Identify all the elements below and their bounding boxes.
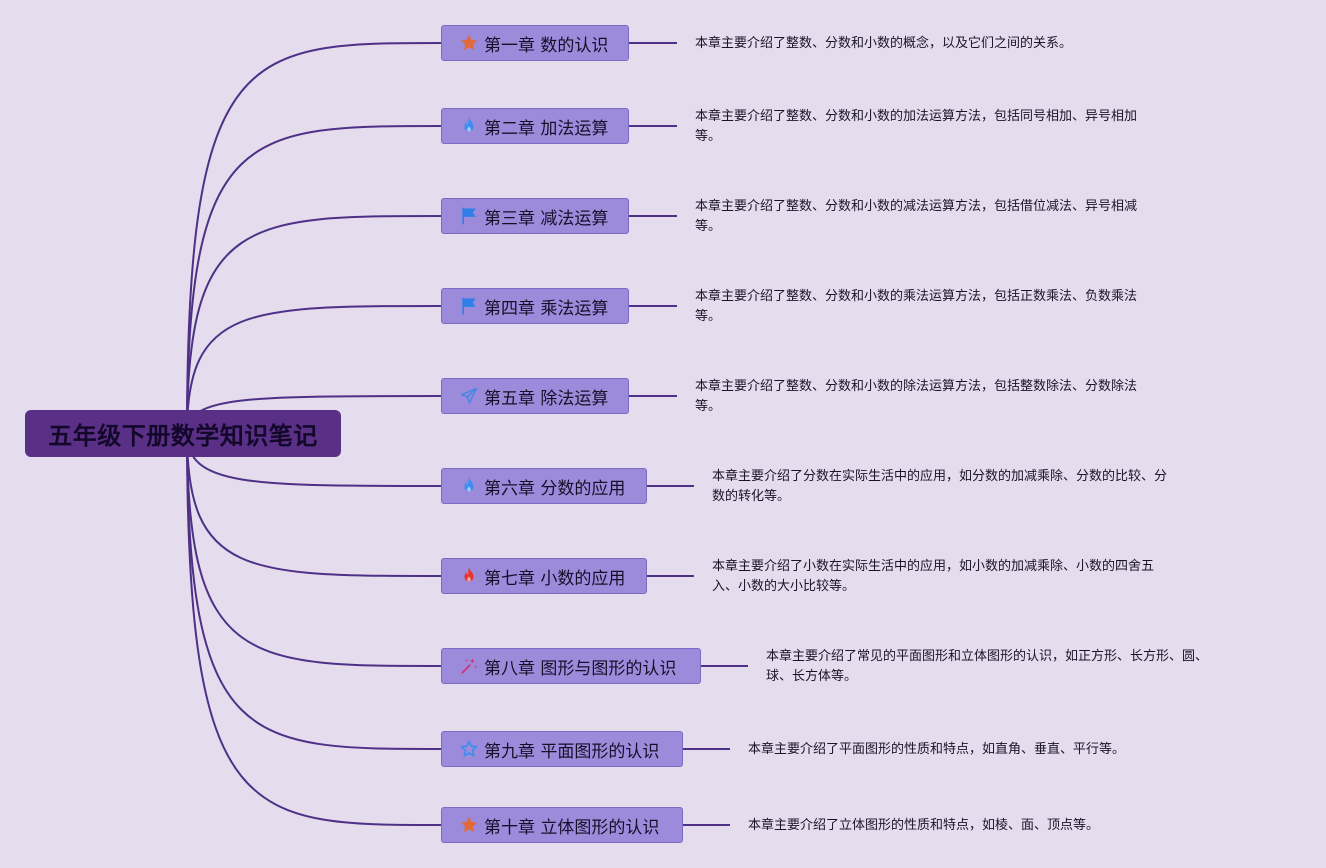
chapter-label: 第六章 分数的应用 <box>484 478 626 499</box>
chapter-label: 第五章 除法运算 <box>484 388 609 409</box>
chapter-description-3: 本章主要介绍了整数、分数和小数的减法运算方法，包括借位减法、异号相减 等。 <box>695 199 1138 234</box>
chapter-label: 第二章 加法运算 <box>484 118 609 139</box>
chapter-label: 第七章 小数的应用 <box>484 568 626 589</box>
chapter-description-8: 本章主要介绍了常见的平面图形和立体图形的认识，如正方形、长方形、圆、 球、长方体… <box>766 649 1209 684</box>
chapter-label: 第九章 平面图形的认识 <box>484 741 660 762</box>
chapter-node-6[interactable]: 第六章 分数的应用 <box>441 468 647 504</box>
chapter-label: 第三章 减法运算 <box>484 208 609 229</box>
flame-icon <box>458 565 480 587</box>
flag-icon <box>458 295 480 317</box>
branch-curve-3 <box>186 215 442 434</box>
branch-curve-2 <box>186 125 442 434</box>
star-outline-icon <box>458 738 480 760</box>
root-topic[interactable]: 五年级下册数学知识笔记 <box>25 410 341 457</box>
chapter-description-2: 本章主要介绍了整数、分数和小数的加法运算方法，包括同号相加、异号相加 等。 <box>695 109 1138 144</box>
chapter-description-5: 本章主要介绍了整数、分数和小数的除法运算方法，包括整数除法、分数除法 等。 <box>695 379 1138 414</box>
flame-icon <box>458 475 480 497</box>
chapter-node-2[interactable]: 第二章 加法运算 <box>441 108 629 144</box>
chapter-description-10: 本章主要介绍了立体图形的性质和特点，如棱、面、顶点等。 <box>748 818 1100 833</box>
chapter-description-7: 本章主要介绍了小数在实际生活中的应用，如小数的加减乘除、小数的四舍五 入、小数的… <box>712 559 1155 594</box>
chapter-node-9[interactable]: 第九章 平面图形的认识 <box>441 731 683 767</box>
chapter-node-4[interactable]: 第四章 乘法运算 <box>441 288 629 324</box>
branch-curve-1 <box>186 42 442 434</box>
chapter-node-7[interactable]: 第七章 小数的应用 <box>441 558 647 594</box>
chapter-node-1[interactable]: 第一章 数的认识 <box>441 25 629 61</box>
flag-icon <box>458 205 480 227</box>
star-icon <box>458 32 480 54</box>
branch-curve-8 <box>186 432 442 667</box>
chapter-description-1: 本章主要介绍了整数、分数和小数的概念，以及它们之间的关系。 <box>695 36 1073 51</box>
paper-plane-icon <box>458 385 480 407</box>
chapter-description-6: 本章主要介绍了分数在实际生活中的应用，如分数的加减乘除、分数的比较、分 数的转化… <box>712 469 1168 504</box>
chapter-label: 第十章 立体图形的认识 <box>484 817 660 838</box>
chapter-description-9: 本章主要介绍了平面图形的性质和特点，如直角、垂直、平行等。 <box>748 742 1126 757</box>
chapter-label: 第八章 图形与图形的认识 <box>484 658 677 679</box>
branch-curve-4 <box>186 305 442 434</box>
flame-icon <box>458 115 480 137</box>
root-title: 五年级下册数学知识笔记 <box>48 422 318 450</box>
chapter-node-5[interactable]: 第五章 除法运算 <box>441 378 629 414</box>
branch-curve-9 <box>186 432 442 750</box>
star-icon <box>458 814 480 836</box>
chapter-node-3[interactable]: 第三章 减法运算 <box>441 198 629 234</box>
branch-curve-7 <box>186 432 442 577</box>
chapter-description-4: 本章主要介绍了整数、分数和小数的乘法运算方法，包括正数乘法、负数乘法 等。 <box>695 289 1138 324</box>
chapter-label: 第四章 乘法运算 <box>484 298 609 319</box>
chapter-node-10[interactable]: 第十章 立体图形的认识 <box>441 807 683 843</box>
magic-wand-icon <box>458 655 480 677</box>
chapter-label: 第一章 数的认识 <box>484 35 609 56</box>
chapter-node-8[interactable]: 第八章 图形与图形的认识 <box>441 648 701 684</box>
branch-curve-10 <box>186 432 442 826</box>
